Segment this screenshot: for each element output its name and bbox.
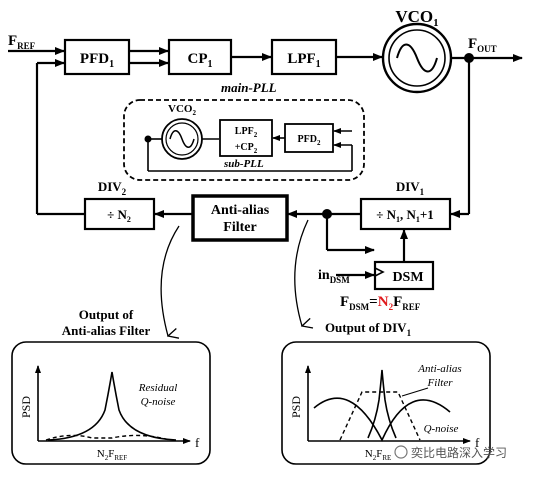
- dsm-clock-icon: [374, 267, 385, 277]
- sub-pll-node: [144, 135, 152, 143]
- pfd1-label: PFD1: [80, 51, 114, 70]
- left-annot-1: Residual: [138, 382, 178, 394]
- vco2-label: VCO2: [168, 103, 196, 117]
- right-tick-label: N2FRE: [365, 448, 392, 462]
- right-x-label: f: [475, 435, 480, 450]
- div2-label: DIV2: [98, 179, 127, 197]
- right-filter-pointer: [401, 387, 429, 397]
- callout-arrow-filter: [160, 225, 180, 336]
- dsm-label: DSM: [392, 270, 423, 285]
- vco1-label: VCO1: [395, 7, 438, 29]
- watermark-logo-icon: [394, 445, 408, 459]
- div1-ratio: ÷ N1, N1+1: [376, 207, 434, 224]
- cp1-label: CP1: [188, 51, 213, 70]
- filter-label-line1: Anti-alias: [211, 203, 270, 218]
- left-psd-panel: [11, 341, 211, 465]
- cp2-label: +CP2: [235, 142, 258, 155]
- div2-block: [83, 197, 156, 231]
- left-annot-2: Q-noise: [141, 396, 176, 408]
- right-annot-2: Filter: [426, 377, 453, 389]
- right-q-noise-curve: [313, 397, 451, 442]
- pfd2-block: [284, 123, 334, 153]
- sub-pll-label: sub-PLL: [223, 158, 264, 170]
- left-panel-title-2: Anti-alias Filter: [62, 323, 151, 338]
- dsm-frequency-equation: FDSM=N2FREF: [340, 294, 421, 312]
- left-panel-title-1: Output of: [79, 307, 134, 322]
- vco2-inner-circle: [165, 122, 199, 156]
- pfd1-block: [63, 38, 131, 76]
- right-annot-1: Anti-alias: [417, 363, 461, 375]
- right-y-label: PSD: [289, 396, 303, 418]
- in-dsm-label: inDSM: [318, 268, 350, 285]
- left-spur-curve: [47, 371, 177, 441]
- left-x-label: f: [195, 435, 200, 450]
- anti-alias-filter-block: [191, 194, 289, 242]
- callout-arrow-div1: [294, 219, 308, 326]
- div1-label: DIV1: [396, 179, 425, 197]
- left-tick-label: N2FREF: [97, 448, 128, 462]
- right-spur-curve: [367, 369, 397, 439]
- filter-label-line2: Filter: [223, 220, 256, 235]
- lpf1-label: LPF1: [287, 51, 320, 70]
- vco1-inner-circle: [388, 29, 446, 87]
- lpf2-cp2-block: [219, 119, 273, 157]
- right-panel-title: Output of DIV1: [325, 320, 412, 338]
- vco1-sine-icon: [396, 43, 438, 73]
- vco2-sine-icon: [169, 130, 195, 148]
- left-y-label: PSD: [19, 396, 33, 418]
- watermark-text: 奕比电路深入学习: [411, 445, 507, 460]
- fout-label: FOUT: [468, 36, 497, 54]
- fref-label: FREF: [8, 33, 36, 51]
- lpf2-label: LPF2: [235, 126, 258, 139]
- right-annot-3: Q-noise: [424, 423, 459, 435]
- dsm-block: [373, 260, 435, 291]
- watermark: 奕比电路深入学习: [394, 445, 507, 460]
- pfd2-label: PFD2: [298, 134, 321, 147]
- sub-pll-boundary: [123, 99, 365, 181]
- main-pll-label: main-PLL: [221, 80, 277, 95]
- div2-ratio: ÷ N2: [107, 207, 131, 224]
